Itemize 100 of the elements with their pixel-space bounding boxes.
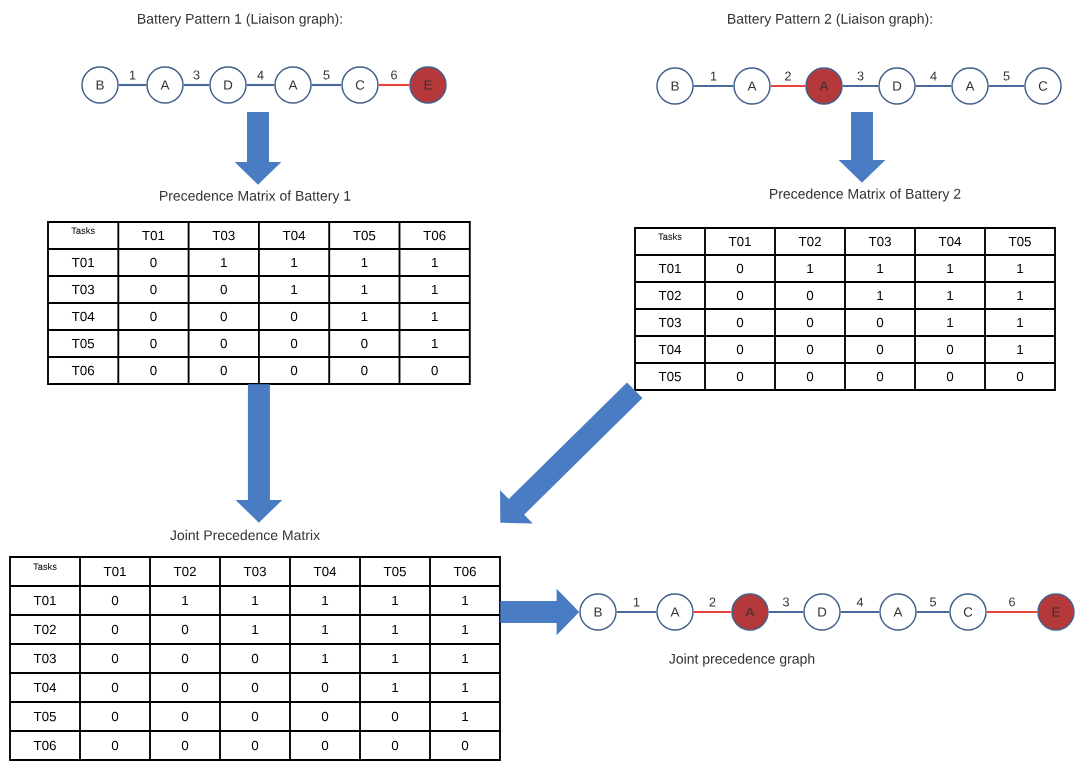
table-cell: 1 xyxy=(462,595,469,606)
edge-label: 4 xyxy=(257,70,264,80)
edge-label: 6 xyxy=(391,70,397,80)
table-cell: 1 xyxy=(462,711,469,722)
table-cell: 0 xyxy=(321,682,329,693)
table-cell: 0 xyxy=(290,338,298,349)
table-cell: 0 xyxy=(111,711,119,722)
edge-label: 6 xyxy=(1009,597,1015,607)
table-cell: T02 xyxy=(33,624,56,635)
table-cell: 0 xyxy=(251,711,259,722)
edge-label: 3 xyxy=(193,70,200,80)
table-cell: 1 xyxy=(252,595,259,606)
table-cell: T03 xyxy=(658,317,681,328)
table-cell: T05 xyxy=(71,338,95,349)
table-cell: 0 xyxy=(181,624,189,635)
table-cell: 0 xyxy=(431,365,438,376)
table-cell: 1 xyxy=(877,263,884,274)
table-cell: 1 xyxy=(182,595,189,606)
table-cell: T04 xyxy=(33,682,57,693)
link-line xyxy=(693,84,734,88)
link-line xyxy=(842,84,879,88)
table-cell: 0 xyxy=(461,740,469,751)
table-cell: T01 xyxy=(103,566,126,577)
table-cell: 1 xyxy=(1017,344,1024,355)
table-cell: 0 xyxy=(876,317,884,328)
table-cell: Tasks xyxy=(71,227,95,234)
table-cell: 1 xyxy=(877,290,884,301)
table-cell: 0 xyxy=(251,682,259,693)
link-line xyxy=(768,610,804,614)
table-cell: T06 xyxy=(33,740,56,751)
table-cell: T01 xyxy=(71,257,94,268)
table-cell: T06 xyxy=(71,365,95,376)
table-cell: 1 xyxy=(947,317,954,328)
table-cell: T01 xyxy=(728,236,751,247)
edge-label: 1 xyxy=(710,71,717,81)
table-cell: 1 xyxy=(361,284,368,295)
table-cell: 1 xyxy=(221,257,227,268)
table-cell: 0 xyxy=(391,711,399,722)
table-cell: T01 xyxy=(33,595,56,606)
table-cell: T02 xyxy=(798,236,821,247)
table-cell: 0 xyxy=(391,740,399,751)
table-cell: 0 xyxy=(181,740,189,751)
table-cell: 0 xyxy=(736,371,744,382)
table-cell: T05 xyxy=(383,566,406,577)
table-heading: Precedence Matrix of Battery 1 xyxy=(160,190,351,204)
table-cell: 1 xyxy=(252,624,259,635)
link-line xyxy=(986,610,1038,614)
table-cell: 0 xyxy=(736,317,744,328)
link-line xyxy=(840,610,880,614)
table-cell: 0 xyxy=(220,311,227,322)
table-cell: 1 xyxy=(1017,317,1024,328)
link-line xyxy=(246,83,275,87)
table-cell: T03 xyxy=(868,236,891,247)
table-cell: T05 xyxy=(658,371,681,382)
table-cell: 1 xyxy=(431,257,438,268)
graph-caption: Battery Pattern 1 (Liaison graph): xyxy=(138,13,342,27)
table-cell: T06 xyxy=(423,230,446,241)
table-cell: 1 xyxy=(392,682,399,693)
table-cell: 1 xyxy=(947,290,954,301)
table-heading: Joint Precedence Matrix xyxy=(170,529,320,541)
table-cell: T03 xyxy=(212,230,235,241)
table-cell: 1 xyxy=(431,284,438,295)
edge-label: 2 xyxy=(709,597,716,607)
edge-label: 3 xyxy=(857,71,864,81)
table-cell: 0 xyxy=(1016,371,1024,382)
table-cell: T05 xyxy=(1008,236,1031,247)
table-cell: T02 xyxy=(173,566,196,577)
table-cell: Tasks xyxy=(658,233,682,240)
table-cell: 0 xyxy=(290,311,298,322)
table-cell: 1 xyxy=(431,338,438,349)
table-cell: 1 xyxy=(392,595,399,606)
link-line xyxy=(616,610,657,614)
table-cell: 0 xyxy=(876,371,884,382)
table-cell: T06 xyxy=(453,566,476,577)
table-cell: T03 xyxy=(33,653,56,664)
table-cell: 1 xyxy=(1017,263,1024,274)
table-cell: Tasks xyxy=(33,563,57,570)
edge-label: 3 xyxy=(782,597,789,607)
table-cell: 0 xyxy=(181,682,189,693)
table-cell: 0 xyxy=(150,338,157,349)
table-cell: 0 xyxy=(111,740,119,751)
edge-label: 1 xyxy=(633,597,640,607)
table-cell: 0 xyxy=(150,311,157,322)
table-cell: 0 xyxy=(150,365,157,376)
graph-caption: Battery Pattern 2 (Liaison graph): xyxy=(728,13,932,27)
table-cell: T04 xyxy=(282,230,306,241)
link-line xyxy=(693,610,732,614)
edge-label: 4 xyxy=(930,71,937,81)
table-cell: 1 xyxy=(431,311,438,322)
table-cell: 0 xyxy=(181,653,189,664)
table-cell: 0 xyxy=(111,624,119,635)
table-cell: 0 xyxy=(321,740,329,751)
table-cell: 0 xyxy=(806,290,814,301)
table-cell: 0 xyxy=(111,595,119,606)
table-cell: T01 xyxy=(142,230,165,241)
table-cell: 0 xyxy=(150,284,157,295)
table-cell: 0 xyxy=(876,344,884,355)
table-cell: 0 xyxy=(111,682,119,693)
table-cell: 0 xyxy=(946,344,954,355)
table-cell: 0 xyxy=(946,371,954,382)
